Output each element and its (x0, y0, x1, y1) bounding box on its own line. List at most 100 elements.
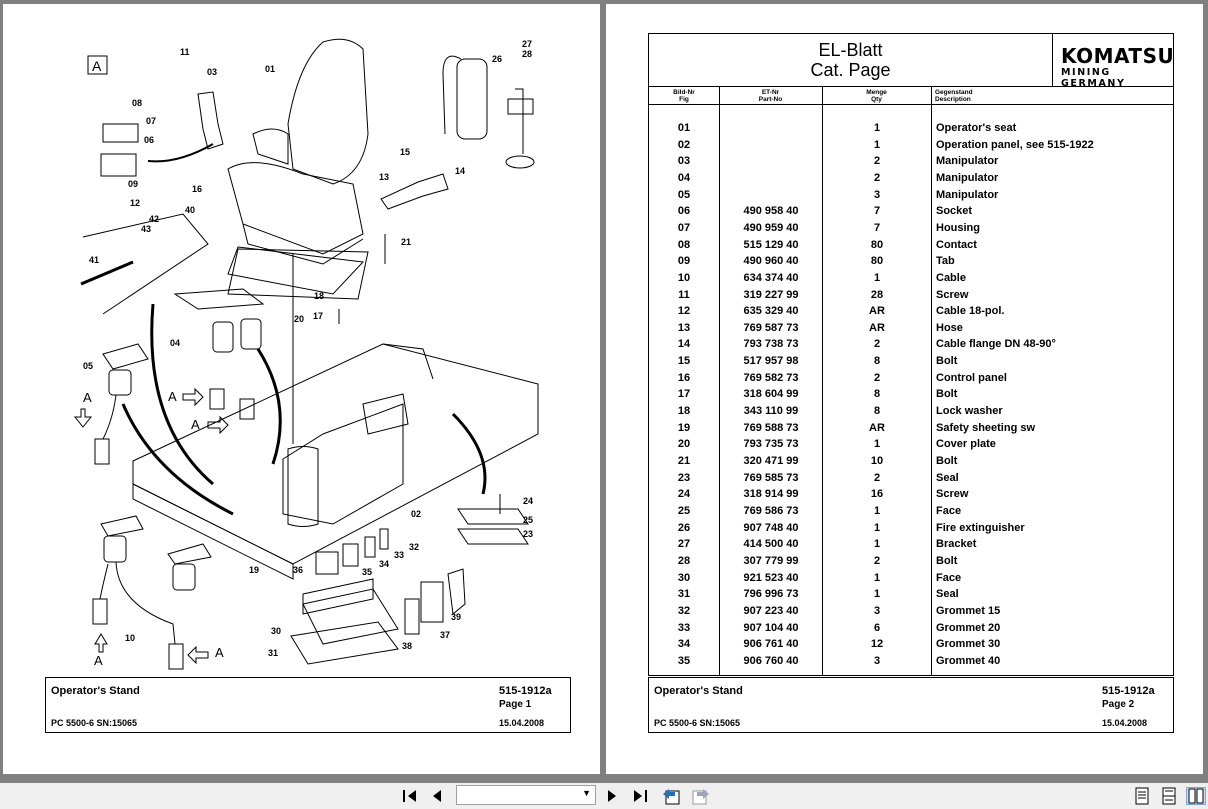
previous-page-icon[interactable] (428, 787, 446, 805)
callout: 18 (314, 291, 325, 301)
cell-qty: AR (869, 305, 885, 318)
cell-qty: 1 (873, 271, 881, 284)
cell-desc: Cable 18-pol. (936, 305, 1005, 318)
cell-desc: Bracket (936, 538, 977, 551)
cell-desc: Cable flange DN 48-90° (936, 338, 1056, 351)
continuous-view-icon[interactable] (1160, 787, 1178, 805)
cell-fig: 17 (677, 388, 691, 401)
next-page-icon[interactable] (603, 787, 621, 805)
cell-qty: 28 (870, 288, 884, 301)
machine-serial: PC 5500-6 SN:15065 (51, 718, 138, 728)
callout: 09 (128, 179, 139, 189)
logo-subtitle: MINING GERMANY (1061, 67, 1126, 89)
last-page-icon[interactable] (630, 787, 650, 805)
cell-fig: 07 (677, 221, 691, 234)
catalog-title-german: EL-Blatt (818, 40, 883, 60)
cell-desc: Grommet 40 (936, 654, 1001, 667)
callout: 05 (83, 361, 94, 371)
callout: 15 (400, 147, 411, 157)
cell-part: 796 996 73 (743, 588, 799, 601)
cell-qty: AR (869, 321, 885, 334)
view-box-label: A (92, 58, 102, 74)
cell-desc: Safety sheeting sw (936, 421, 1036, 434)
cell-desc: Hose (936, 321, 963, 334)
cell-fig: 28 (677, 554, 691, 567)
single-page-view-icon[interactable] (1133, 787, 1151, 805)
page-number: Page 1 (499, 699, 532, 710)
go-back-view-icon[interactable] (660, 787, 682, 805)
cell-part: 907 223 40 (743, 604, 799, 617)
callout: 07 (146, 116, 157, 126)
document-number: 515-1912a (499, 685, 552, 697)
cell-desc: Bolt (936, 388, 958, 401)
cell-desc: Bolt (936, 355, 958, 368)
cell-part: 906 760 40 (743, 654, 799, 667)
cell-desc: Contact (936, 238, 977, 251)
cell-fig: 04 (677, 171, 691, 184)
cell-part: 635 329 40 (743, 305, 799, 318)
cell-fig: 08 (677, 238, 691, 251)
cell-part: 907 748 40 (743, 521, 799, 534)
drawing-title: Operator's Stand (51, 685, 140, 697)
cell-part: 490 960 40 (743, 255, 799, 268)
callout: 25 (523, 515, 534, 525)
arrow-label-a: A (215, 645, 224, 660)
cell-qty: 80 (870, 255, 884, 268)
table-row: 13 769 587 73 AR Hose (649, 322, 1175, 338)
issue-date: 15.04.2008 (1102, 718, 1148, 728)
cell-part: 634 374 40 (743, 271, 799, 284)
go-forward-view-icon[interactable] (690, 787, 712, 805)
cell-desc: Manipulator (936, 171, 999, 184)
cell-fig: 18 (677, 405, 691, 418)
title-block: Operator's Stand 515-1912a Page 2 PC 550… (648, 677, 1174, 733)
callout: 35 (362, 567, 373, 577)
callout: 32 (409, 542, 420, 552)
cell-qty: 1 (873, 571, 881, 584)
two-page-view-icon[interactable] (1186, 787, 1206, 805)
cell-part: 769 587 73 (743, 321, 799, 334)
callout: 23 (523, 529, 534, 539)
cell-part: 793 738 73 (743, 338, 799, 351)
cell-desc: Control panel (936, 371, 1007, 384)
parts-list-page: EL-Blatt Cat. Page KOMATSU MINING GERMAN… (606, 4, 1203, 774)
cell-qty: AR (869, 421, 885, 434)
cell-fig: 26 (677, 521, 691, 534)
cell-part: 907 104 40 (743, 621, 799, 634)
callout: 27 (522, 39, 533, 49)
cell-fig: 20 (677, 438, 691, 451)
cell-fig: 34 (677, 638, 691, 651)
cell-part: 318 604 99 (743, 388, 799, 401)
page-select[interactable]: ▼ (456, 785, 596, 805)
cell-qty: 6 (873, 621, 881, 634)
cell-qty: 2 (873, 155, 881, 168)
cell-fig: 12 (677, 305, 691, 318)
cell-qty: 1 (873, 504, 881, 517)
cell-qty: 2 (873, 471, 881, 484)
first-page-icon[interactable] (400, 787, 420, 805)
callout: 04 (170, 338, 181, 348)
cell-qty: 2 (873, 554, 881, 567)
cell-part: 906 761 40 (743, 638, 799, 651)
callout: 30 (271, 626, 282, 636)
cell-desc: Operation panel, see 515-1922 (936, 138, 1094, 151)
callout: 39 (451, 612, 462, 622)
cell-desc: Bolt (936, 455, 958, 467)
machine-serial: PC 5500-6 SN:15065 (654, 718, 741, 728)
callout: 17 (313, 311, 324, 321)
cell-desc: Socket (936, 205, 973, 218)
cell-fig: 13 (677, 321, 691, 334)
cell-qty: 10 (870, 455, 884, 467)
cell-desc: Seal (936, 588, 959, 601)
